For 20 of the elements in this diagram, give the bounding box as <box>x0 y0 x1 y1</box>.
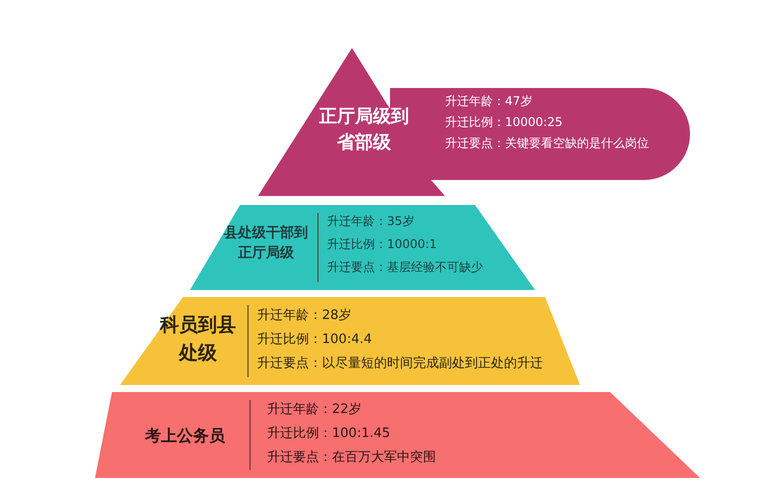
tier-detail: 升迁年龄：28岁 <box>257 307 352 324</box>
tier-detail: 升迁比例：10000:25 <box>445 114 562 131</box>
pyramid-tier <box>190 205 535 290</box>
tier-detail: 升迁要点：在百万大军中突围 <box>267 449 436 466</box>
tier-title: 正厅局级到省部级 <box>318 105 410 156</box>
tier-detail: 升迁比例：10000:1 <box>327 236 437 253</box>
pyramid-tier <box>95 392 700 478</box>
tier-detail: 升迁要点：以尽量短的时间完成副处到正处的升迁 <box>257 355 543 372</box>
tier-detail: 升迁要点：基层经验不可缺少 <box>327 259 483 276</box>
tier-detail: 升迁年龄：47岁 <box>445 93 532 110</box>
tier-title: 考上公务员 <box>144 425 226 447</box>
tier-detail: 升迁年龄：22岁 <box>267 401 362 418</box>
tier-detail: 升迁年龄：35岁 <box>327 213 414 230</box>
pyramid-tier <box>120 297 580 385</box>
tier-title: 科员到县处级 <box>158 313 237 366</box>
tier-detail: 升迁比例：100:1.45 <box>267 425 390 442</box>
tier-detail: 升迁比例：100:4.4 <box>257 331 372 348</box>
tier-title: 县处级干部到正厅局级 <box>223 224 309 264</box>
tier-detail: 升迁要点：关键要看空缺的是什么岗位 <box>445 135 649 152</box>
pyramid-apex <box>258 48 690 196</box>
